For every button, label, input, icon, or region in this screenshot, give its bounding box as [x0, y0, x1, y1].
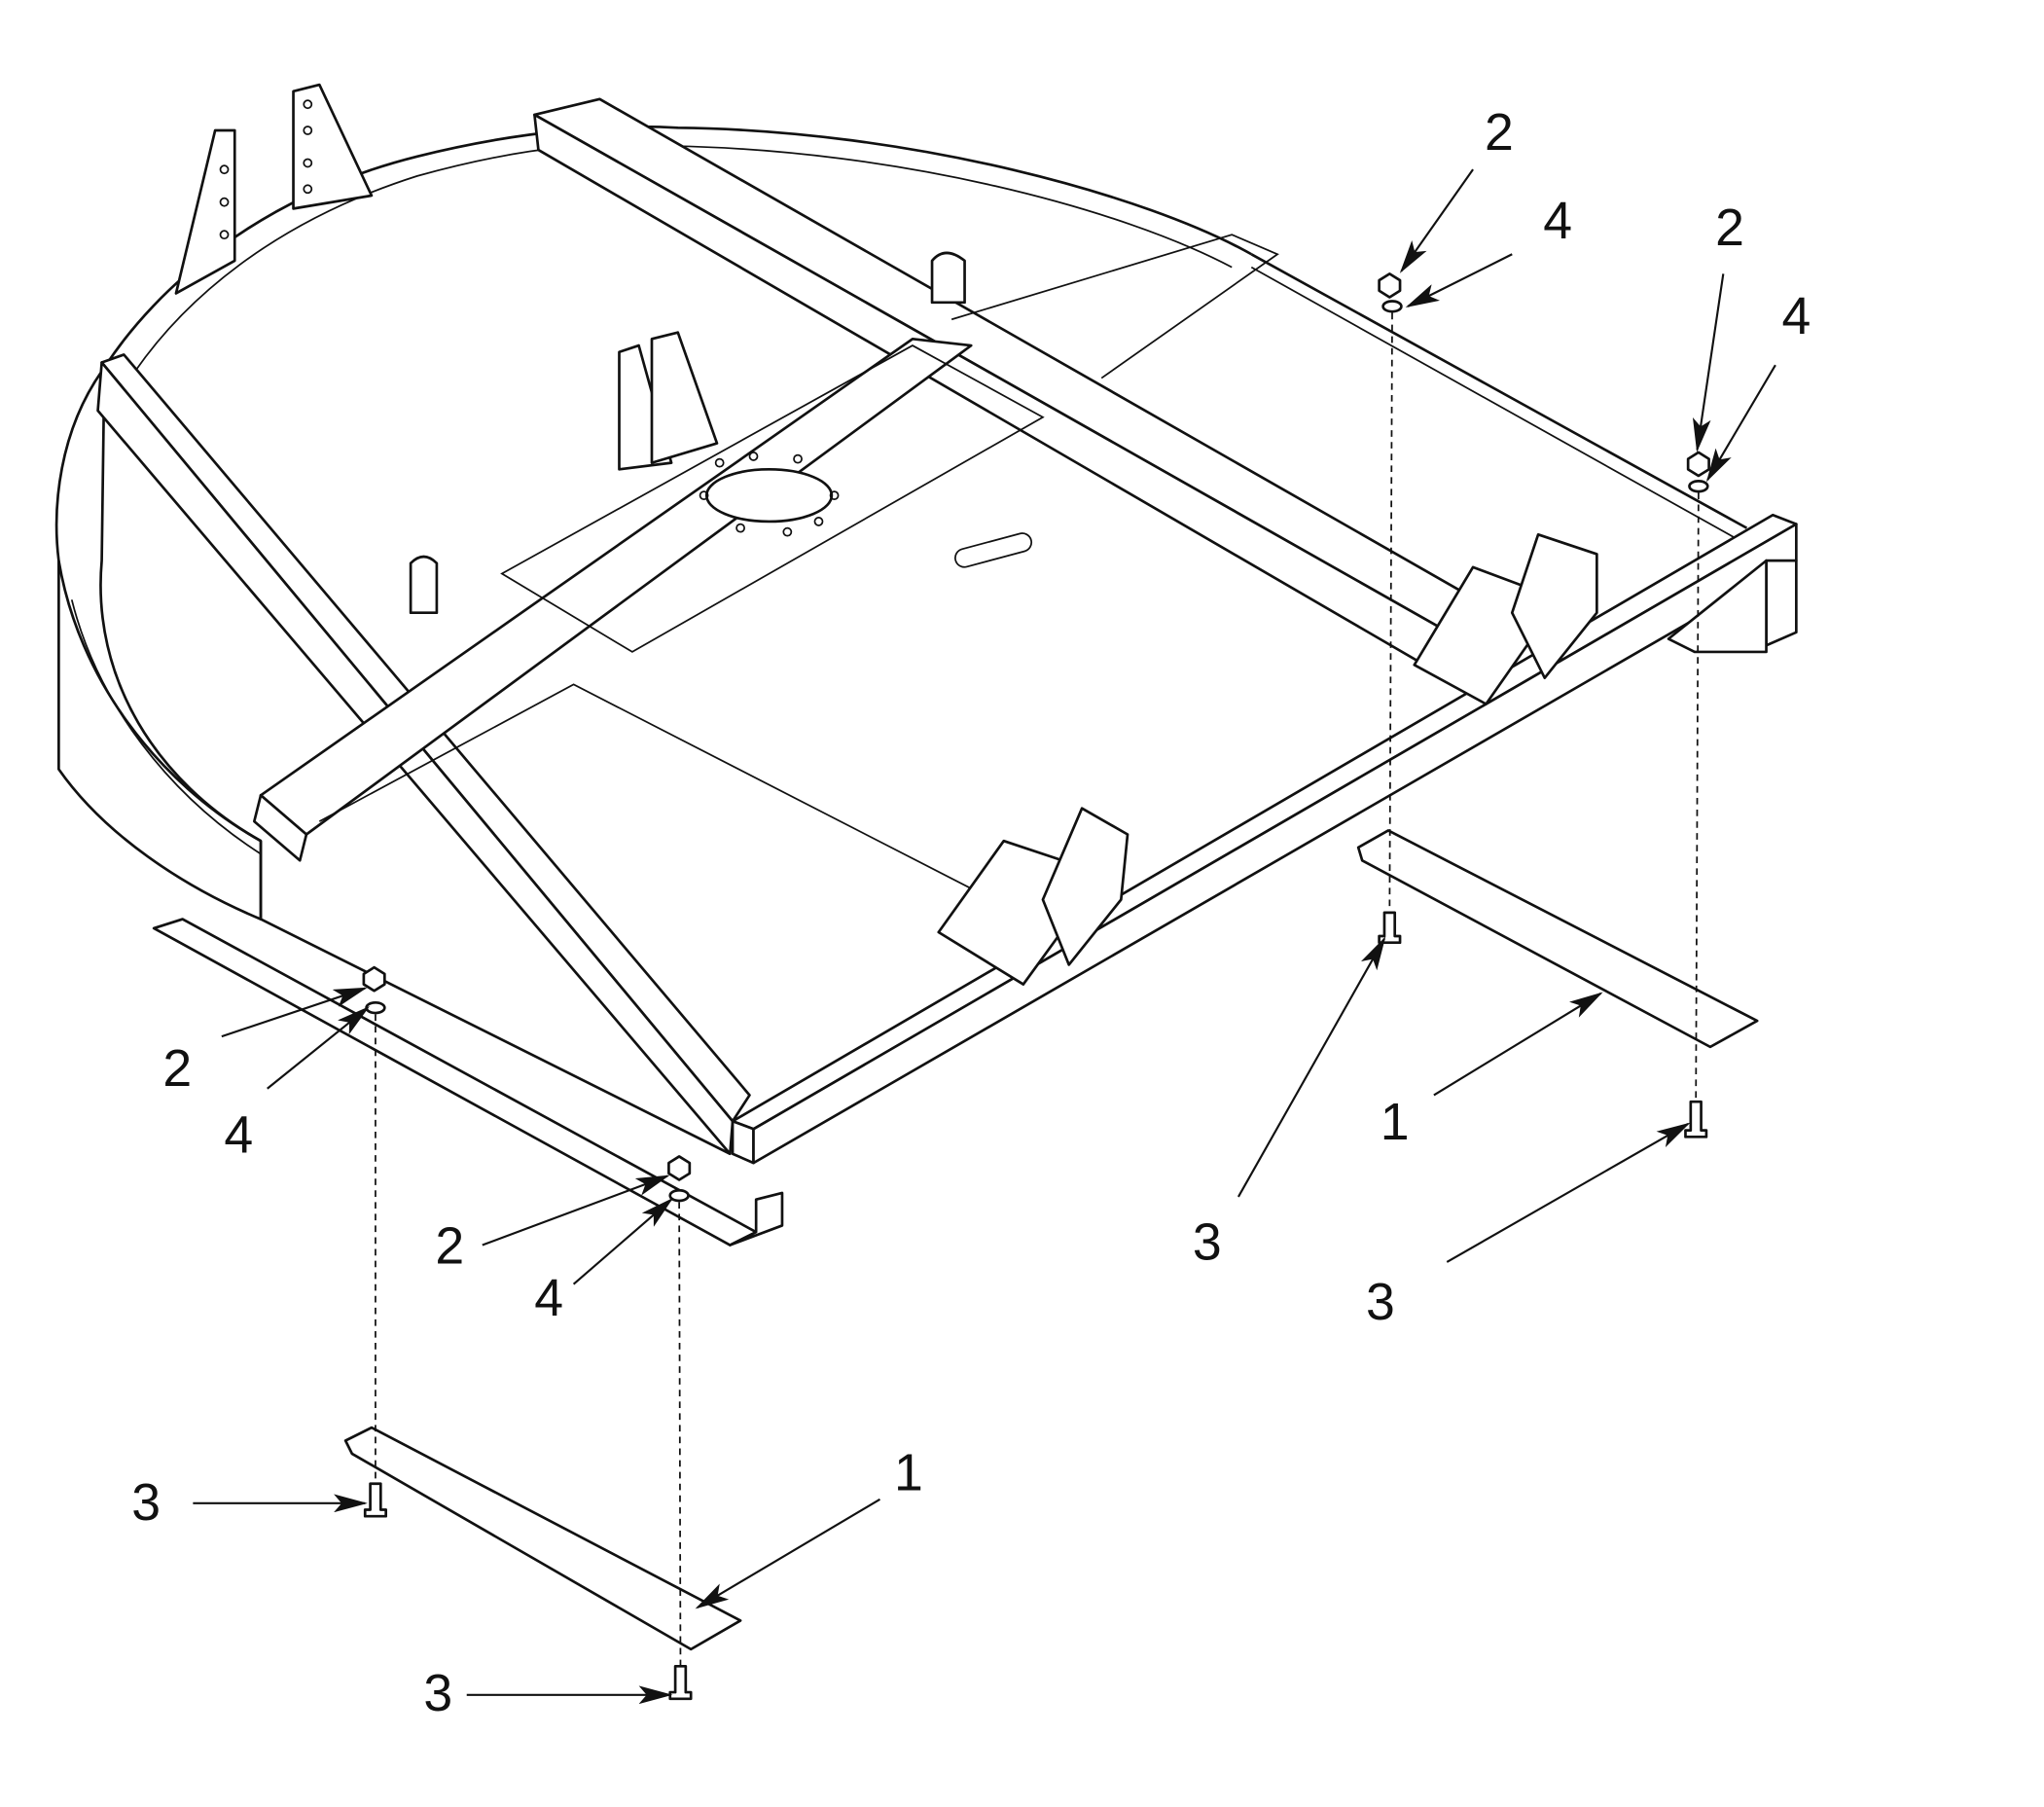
callout-4: 4 [534, 1269, 563, 1327]
callout-1: 1 [1381, 1093, 1410, 1151]
callout-1: 1 [894, 1443, 923, 1501]
callout-3: 3 [423, 1664, 452, 1722]
front-rail [731, 513, 1798, 1131]
callout-4: 4 [1781, 287, 1811, 345]
callout-4: 4 [224, 1105, 253, 1164]
mower-deck [54, 83, 1798, 1165]
callout-2: 2 [162, 1039, 192, 1098]
alignment-lines [375, 312, 1700, 1667]
leader-lines [193, 168, 1776, 1705]
callout-3: 3 [1366, 1273, 1395, 1331]
skid-shoe-right [1356, 829, 1759, 1049]
callout-3: 3 [1193, 1212, 1222, 1271]
hardware [362, 272, 1710, 1701]
skid-shoe-left-mounted [152, 918, 784, 1247]
callout-2: 2 [1485, 103, 1514, 162]
callout-4: 4 [1543, 192, 1572, 250]
callout-3: 3 [131, 1473, 161, 1532]
deck-skirt [54, 366, 263, 921]
gearbox-hole [704, 467, 834, 524]
callout-2: 2 [1715, 199, 1744, 257]
skid-shoe-bottom [343, 1426, 742, 1651]
callout-2: 2 [435, 1216, 464, 1275]
